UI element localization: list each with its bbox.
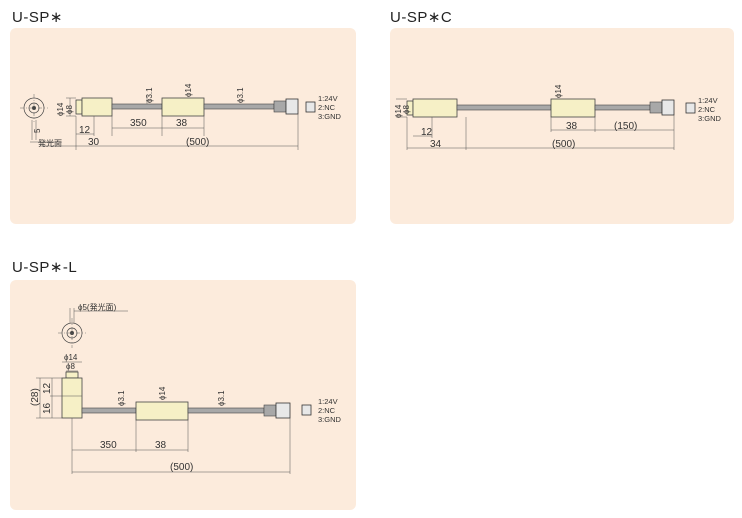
connector-pins-c bbox=[685, 102, 696, 114]
dim-d14-mid-c: ϕ14 bbox=[554, 84, 563, 98]
cable-right-l bbox=[187, 407, 265, 414]
dim-d31-right: ϕ3.1 bbox=[236, 87, 245, 103]
dimension-lines-l bbox=[71, 418, 291, 474]
dim-v5: 5 bbox=[33, 128, 42, 133]
dimension-lines-c bbox=[406, 115, 675, 150]
label-emit-surface: 発光面 bbox=[38, 138, 62, 148]
top-view bbox=[58, 308, 128, 348]
dim-d14-mid: ϕ14 bbox=[184, 83, 193, 97]
dim-d31-left: ϕ3.1 bbox=[145, 87, 154, 103]
connector-l bbox=[275, 402, 291, 419]
connector bbox=[285, 98, 299, 115]
dim-350: 350 bbox=[130, 118, 147, 129]
dim-30: 30 bbox=[88, 137, 100, 148]
dim-12: 12 bbox=[79, 125, 91, 136]
pin-1-c: 1:24V bbox=[698, 96, 718, 105]
dim-38: 38 bbox=[176, 118, 188, 129]
dim-12-l: 12 bbox=[42, 382, 53, 394]
dim-d5-emit: ϕ5(発光面) bbox=[78, 302, 117, 312]
pin-3-c: 3:GND bbox=[698, 114, 722, 123]
dim-500: (500) bbox=[186, 137, 209, 148]
dim-d14-head-c: ϕ14 bbox=[394, 104, 403, 118]
pin-2: 2:NC bbox=[318, 103, 336, 112]
dim-38-c: 38 bbox=[566, 121, 578, 132]
dim-34-c: 34 bbox=[430, 139, 442, 150]
dim-d14-mid-l: ϕ14 bbox=[158, 386, 167, 400]
dimension-lines bbox=[40, 114, 299, 150]
dim-d8-l: ϕ8 bbox=[66, 362, 75, 371]
cable-boot-l bbox=[263, 404, 277, 417]
pin-3: 3:GND bbox=[318, 112, 342, 121]
dim-28-l: (28) bbox=[30, 388, 41, 406]
dim-d31-right-l: ϕ3.1 bbox=[217, 390, 226, 406]
dim-500-l: (500) bbox=[170, 462, 193, 473]
dim-d8-lens: ϕ8 bbox=[65, 105, 74, 114]
diagram-panel-uspc bbox=[390, 28, 734, 224]
pin-2-c: 2:NC bbox=[698, 105, 716, 114]
dim-d8-lens-c: ϕ8 bbox=[402, 105, 411, 114]
pin-3-l: 3:GND bbox=[318, 415, 342, 424]
connector-pins-l bbox=[301, 404, 312, 416]
diagram-title-uspc: U-SP∗C bbox=[390, 9, 453, 26]
dim-12-c: 12 bbox=[421, 127, 433, 138]
dim-d14-l: ϕ14 bbox=[64, 353, 78, 362]
dim-350-l: 350 bbox=[100, 440, 117, 451]
pin-1-l: 1:24V bbox=[318, 397, 338, 406]
connector-c bbox=[661, 99, 675, 116]
dim-500-c: (500) bbox=[552, 139, 575, 150]
sensor-lens-l bbox=[65, 371, 79, 379]
front-view bbox=[20, 94, 62, 143]
cable-left-l bbox=[81, 407, 137, 414]
dim-38-l: 38 bbox=[155, 440, 167, 451]
diagram-panel-usp bbox=[10, 28, 356, 224]
diagram-title-usp: U-SP∗ bbox=[12, 9, 63, 26]
diagram-title-uspl: U-SP∗-L bbox=[12, 259, 78, 276]
connector-pins bbox=[305, 101, 316, 113]
dim-d14-head: ϕ14 bbox=[56, 102, 65, 116]
pin-1: 1:24V bbox=[318, 94, 338, 103]
dim-d31-left-l: ϕ3.1 bbox=[117, 390, 126, 406]
dim-150-c: (150) bbox=[614, 121, 637, 132]
mid-body-l bbox=[135, 401, 189, 421]
sensor-head-l bbox=[61, 377, 83, 419]
vertical-dimension-lines bbox=[36, 377, 62, 419]
dim-16-l: 16 bbox=[42, 402, 53, 414]
pin-2-l: 2:NC bbox=[318, 406, 336, 415]
